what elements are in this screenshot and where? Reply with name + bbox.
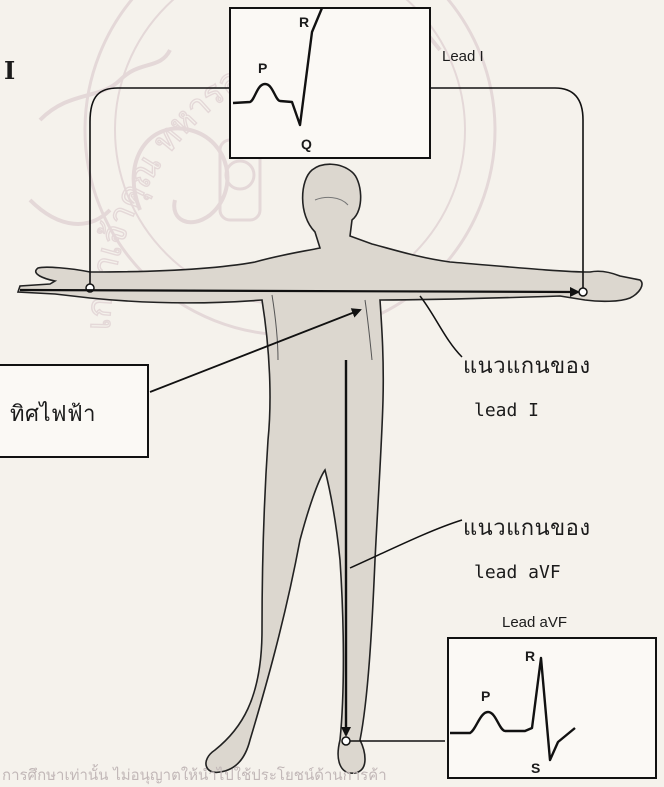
- lead-i-r-wave-label: R: [299, 14, 309, 30]
- lead-avf-r-wave-label: R: [525, 648, 535, 664]
- direction-label: ทิศไฟฟ้า: [10, 396, 96, 431]
- right-arm-electrode: [579, 288, 587, 296]
- lead-i-title: Lead I: [442, 48, 484, 65]
- lead-i-p-wave-label: P: [258, 60, 267, 76]
- lead-avf-s-wave-label: S: [531, 760, 540, 776]
- lead-avf-p-wave-label: P: [481, 688, 490, 704]
- lead-avf-axis-label-line1: แนวแกนของ: [463, 510, 591, 545]
- lead-i-ecg-box: [230, 8, 430, 158]
- lead-avf-axis-label-line2: lead aVF: [474, 562, 561, 583]
- lead-i-axis-label-line1: แนวแกนของ: [463, 348, 591, 383]
- lead-avf-title: Lead aVF: [502, 614, 567, 631]
- lead-i-axis-label-line2: lead I: [474, 400, 539, 421]
- lead-i-axis-leader: [420, 296, 462, 357]
- foot-electrode: [342, 737, 350, 745]
- watermark-footer-text: การศึกษาเท่านั้น ไม่อนุญาตให้นำไปใช้ประโ…: [2, 763, 387, 787]
- lead-i-q-wave-label: Q: [301, 136, 312, 152]
- lead-roman-label: I: [4, 56, 15, 85]
